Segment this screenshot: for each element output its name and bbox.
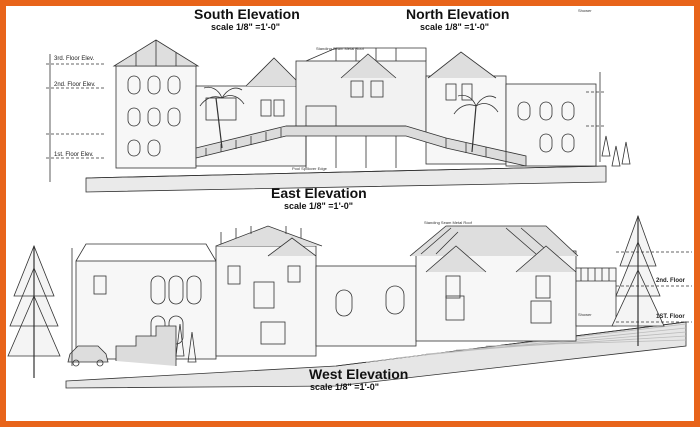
drawing-sheet: South Elevation scale 1/8" =1'-0" North …: [6, 6, 694, 421]
west-elevation-drawing: [7, 214, 692, 389]
east-elevation-scale: scale 1/8" =1'-0": [284, 201, 353, 211]
roof-note-top: Standing Seam Metal Roof: [316, 46, 364, 51]
west-elevation-title: West Elevation: [309, 366, 409, 382]
tree-right: [611, 214, 665, 346]
west-elevation-scale: scale 1/8" =1'-0": [310, 382, 379, 392]
tree-left: [7, 244, 61, 378]
first-floor-label: 1st. Floor Elev.: [54, 152, 94, 158]
third-floor-label: 3rd. Floor Elev.: [54, 56, 95, 62]
pool-note: Pool Spillover Edge: [292, 166, 327, 171]
east-elevation-drawing: [46, 39, 631, 193]
first-floor-label-right: 1ST. Floor: [656, 314, 685, 320]
east-elevation-title: East Elevation: [271, 185, 367, 201]
roof-note-bottom: Standing Seam Metal Roof: [424, 220, 472, 225]
north-elevation-title: North Elevation: [406, 6, 510, 22]
corner-note: Shower: [578, 8, 592, 13]
south-elevation-title: South Elevation: [194, 6, 300, 22]
shower-note: Shower: [578, 312, 592, 317]
second-floor-label-right: 2nd. Floor: [656, 278, 685, 284]
elevation-drawings: [7, 39, 692, 389]
south-elevation-scale: scale 1/8" =1'-0": [211, 22, 280, 32]
second-floor-label: 2nd. Floor Elev.: [54, 82, 96, 88]
north-elevation-scale: scale 1/8" =1'-0": [420, 22, 489, 32]
